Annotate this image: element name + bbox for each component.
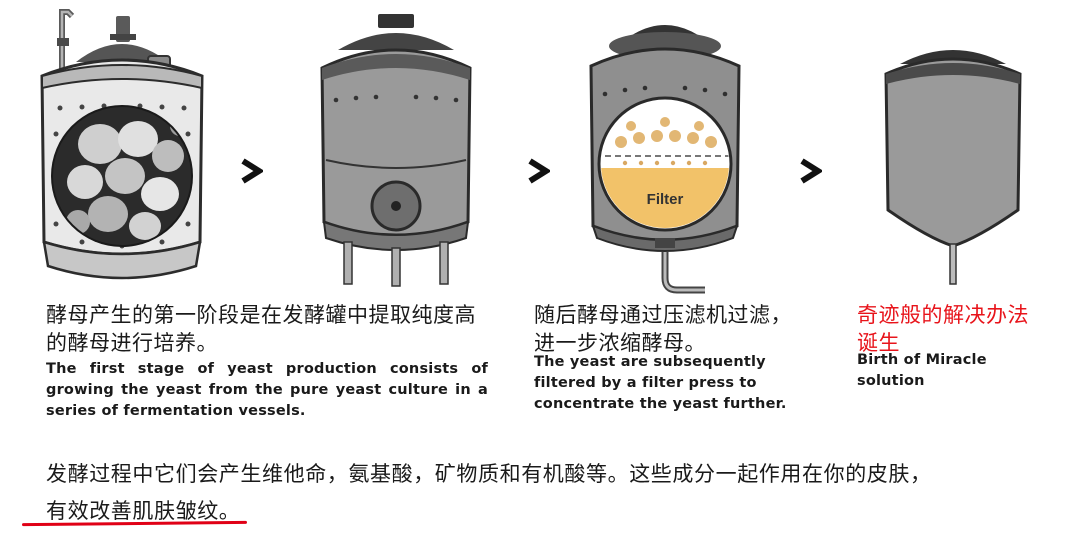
filter-label: Filter [647, 191, 684, 208]
product-bag [884, 50, 1022, 285]
bottom-line-1: 发酵过程中它们会产生维他命，氨基酸，矿物质和有机酸等。这些成分一起作用在你的皮肤… [46, 462, 932, 486]
stage-1-caption-zh: 酵母产生的第一阶段是在发酵罐中提取纯度高的酵母进行培养。 [46, 303, 476, 355]
stage-1-caption-en: The first stage of yeast production cons… [46, 361, 488, 419]
filter-press-tank: Filter [589, 25, 741, 294]
fermentation-tank-2 [320, 14, 472, 287]
stage-2-caption-zh: 随后酵母通过压滤机过滤，进一步浓缩酵母。 [534, 303, 792, 355]
bottom-paragraph: 发酵过程中它们会产生维他命，氨基酸，矿物质和有机酸等。这些成分一起作用在你的皮肤… [46, 456, 1056, 530]
arrow-right-icon [528, 158, 550, 184]
bottom-line-2: 有效改善肌肤皱纹。 [46, 499, 241, 523]
stage-2-caption-en: The yeast are subsequently filtered by a… [534, 354, 787, 412]
arrow-right-icon [241, 158, 263, 184]
arrow-right-icon [800, 158, 822, 184]
fermentation-tank-1 [40, 9, 204, 280]
stage-3-caption-zh: 奇迹般的解决办法诞生 [857, 303, 1029, 355]
stage-3-caption-en: Birth of Miracle solution [857, 352, 987, 389]
